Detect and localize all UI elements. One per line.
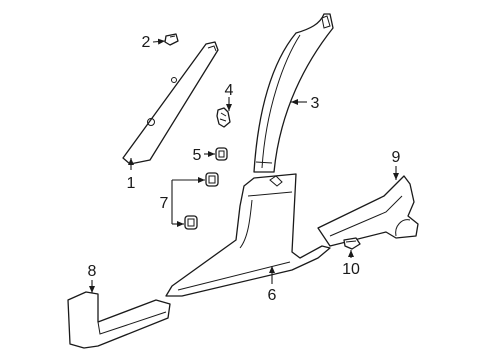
- callout-5: 5: [193, 147, 202, 164]
- part-10-fastener: [343, 237, 361, 250]
- callout-10: 10: [342, 261, 360, 278]
- part-8-sill-plate: [67, 291, 171, 349]
- callout-3: 3: [311, 95, 320, 112]
- leader-2: [152, 38, 166, 45]
- leader-lines: [89, 38, 399, 293]
- part-9-quarter-trim: [317, 175, 419, 247]
- part-7-clip-lower: [184, 215, 198, 230]
- callout-9: 9: [392, 149, 401, 166]
- callout-8: 8: [88, 263, 97, 280]
- part-4-retainer: [216, 107, 231, 128]
- callout-7: 7: [160, 195, 169, 212]
- callout-2: 2: [142, 34, 151, 51]
- part-6-center-pillar-lower-trim: [165, 173, 331, 297]
- part-5-clip: [215, 147, 228, 161]
- part-1-windshield-pillar-trim: [122, 41, 219, 165]
- part-7-clip-upper: [205, 172, 219, 187]
- part-2-clip: [164, 33, 179, 46]
- part-3-center-pillar-upper-trim: [253, 13, 334, 173]
- callout-1: 1: [127, 175, 136, 192]
- callout-4: 4: [225, 82, 234, 99]
- callout-6: 6: [268, 287, 277, 304]
